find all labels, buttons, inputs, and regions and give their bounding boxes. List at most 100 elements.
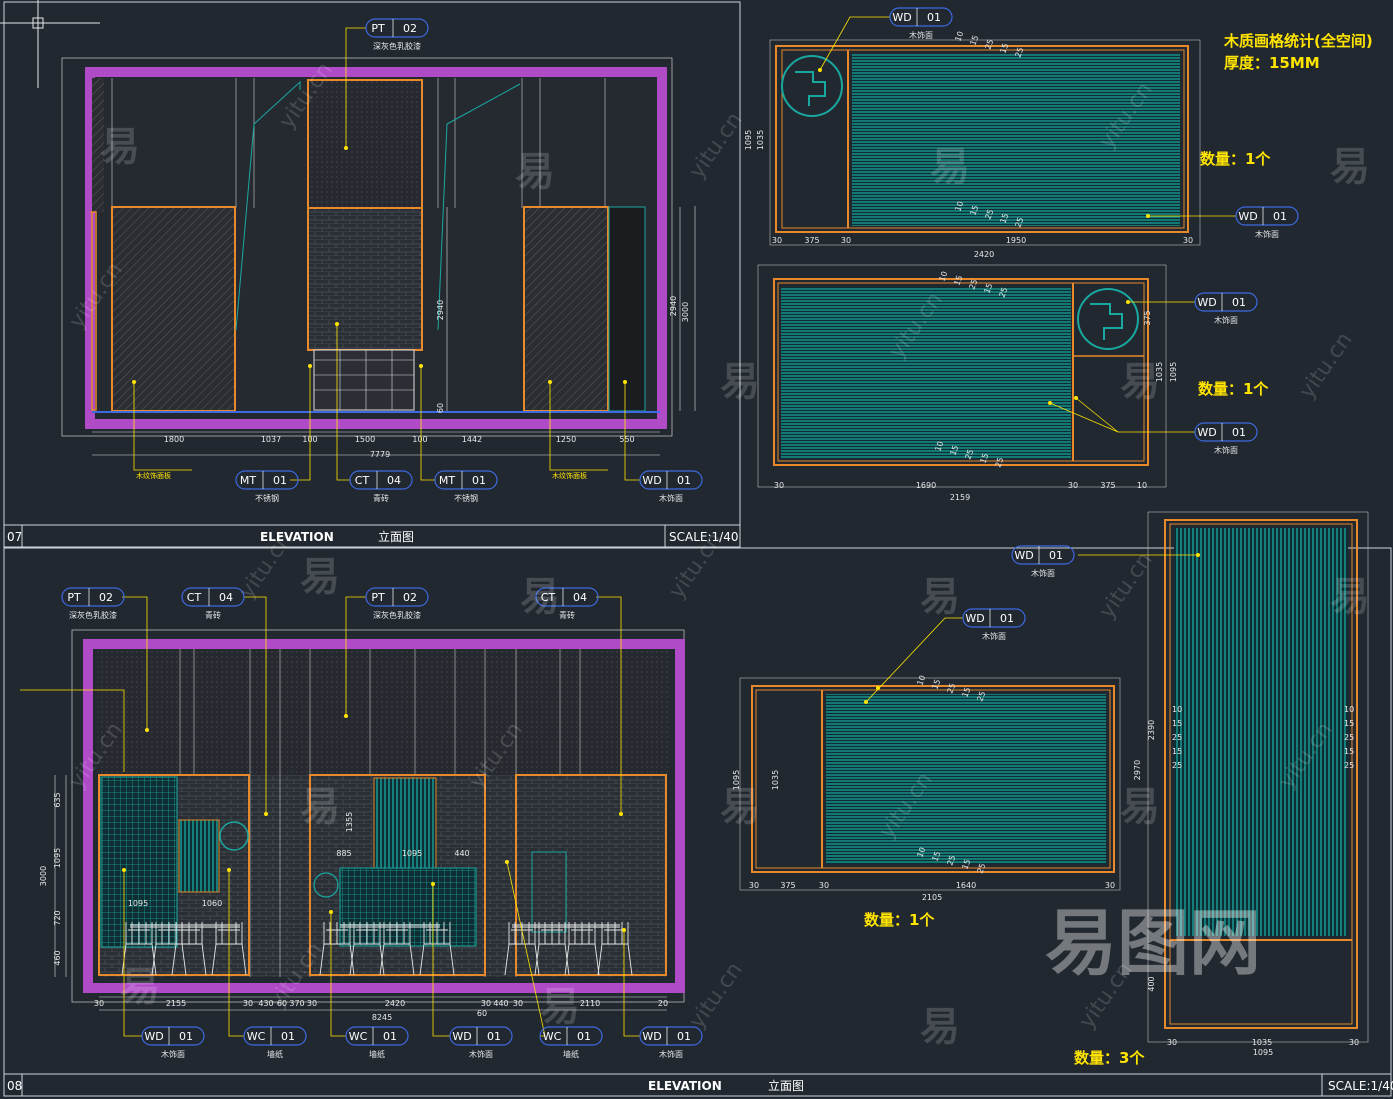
sheet-code-07: 07 — [7, 530, 22, 544]
elevation-07: 1800 1037 100 1500 100 1442 1250 550 777… — [61, 27, 696, 481]
tag-code: WD — [1197, 296, 1216, 309]
dim: 375 — [1100, 481, 1115, 490]
tag-code: MT — [439, 474, 455, 487]
tag-description: 深灰色乳胶漆 — [69, 610, 117, 620]
tag-number: 01 — [487, 1030, 501, 1043]
tag-number: 01 — [927, 11, 941, 24]
tag-code: CT — [355, 474, 370, 487]
chair-icon — [319, 922, 355, 976]
dim: 2940 — [436, 300, 445, 320]
qty-panel-3: 数量：1个 — [864, 911, 935, 929]
dim: 2420 — [974, 250, 994, 259]
dim: 1690 — [916, 481, 936, 490]
dim: 30 — [1349, 1038, 1359, 1047]
scale-07: SCALE:1/40 — [669, 530, 738, 544]
dim: 2390 — [1147, 720, 1156, 740]
chair-outline — [534, 922, 570, 976]
tag-code: WC — [349, 1030, 368, 1043]
tick-label: 15 — [968, 34, 980, 47]
dim: 30 — [772, 236, 782, 245]
tick-label: 25 — [975, 690, 987, 703]
dim: 370 — [289, 999, 304, 1008]
tick-label: 25 — [1013, 46, 1025, 59]
dim: 1035 — [756, 130, 765, 150]
dim: 20 — [658, 999, 668, 1008]
tag-number: 01 — [1049, 549, 1063, 562]
tag-number: 02 — [99, 591, 113, 604]
dim: 1950 — [1006, 236, 1026, 245]
tag-description: 墙纸 — [267, 1049, 283, 1059]
tick-label: 15 — [1344, 747, 1354, 756]
tag-description: 木饰面 — [1255, 229, 1279, 239]
chair-icon — [597, 922, 633, 976]
tag-description: 青砖 — [373, 493, 389, 503]
dim: 2159 — [950, 493, 970, 502]
tag-number: 01 — [1232, 296, 1246, 309]
chair-icon — [564, 922, 600, 976]
dim: 30 — [1183, 236, 1193, 245]
watermark-site: yitu.cn — [1294, 328, 1357, 404]
dim: 1035 — [771, 770, 780, 790]
tag-description: 青砖 — [205, 610, 221, 620]
tag-number: 01 — [677, 474, 691, 487]
tick-label: 25 — [945, 682, 957, 695]
chair-icon — [379, 922, 415, 976]
dim: 100 — [412, 435, 427, 444]
tag-outline — [1194, 292, 1258, 312]
dim: 1060 — [202, 899, 222, 908]
tick-label: 15 — [1172, 747, 1182, 756]
tag-number: 02 — [403, 591, 417, 604]
tag-number: 02 — [403, 22, 417, 35]
scale-08: SCALE:1/40 — [1328, 1079, 1393, 1093]
tag-code: WD — [642, 474, 661, 487]
dim: 1095 — [402, 849, 422, 858]
dim: 1640 — [956, 881, 976, 890]
tag-description: 青砖 — [559, 610, 575, 620]
tag-code: WD — [965, 612, 984, 625]
chair-icon — [349, 922, 385, 976]
dim: 1035 — [1155, 362, 1164, 382]
dim: 30 — [1105, 881, 1115, 890]
tag-outline — [243, 1026, 307, 1046]
dim: 30 — [774, 481, 784, 490]
dim: 1500 — [355, 435, 375, 444]
dim: 30 — [307, 999, 317, 1008]
sheet-07-border — [3, 1, 741, 548]
chair-outline — [319, 922, 355, 976]
dim: 1035 — [1252, 1038, 1272, 1047]
panel-2 — [757, 264, 1167, 488]
tag-outline — [535, 587, 599, 607]
tick-label: 15 — [968, 204, 980, 217]
tag-outline — [61, 587, 125, 607]
tick-label: 25 — [967, 278, 979, 291]
tick-label: 10 — [915, 674, 927, 687]
tick-label: 25 — [1172, 761, 1182, 770]
tag-description: 深灰色乳胶漆 — [373, 610, 421, 620]
sheet-08-border — [3, 547, 1392, 1097]
dim: 720 — [53, 910, 62, 925]
tick-label: 15 — [982, 282, 994, 295]
tag-outline — [235, 470, 299, 490]
sheet-code-08: 08 — [7, 1079, 22, 1093]
crosshair-cursor-icon — [0, 0, 100, 88]
tag-number: 04 — [573, 591, 587, 604]
tag-outline — [539, 1026, 603, 1046]
tag-outline — [349, 470, 413, 490]
watermark-char: 易 — [300, 554, 340, 600]
dim: 30 — [819, 881, 829, 890]
dim: 440 — [454, 849, 469, 858]
dim: 440 — [493, 999, 508, 1008]
dim: 30 — [94, 999, 104, 1008]
